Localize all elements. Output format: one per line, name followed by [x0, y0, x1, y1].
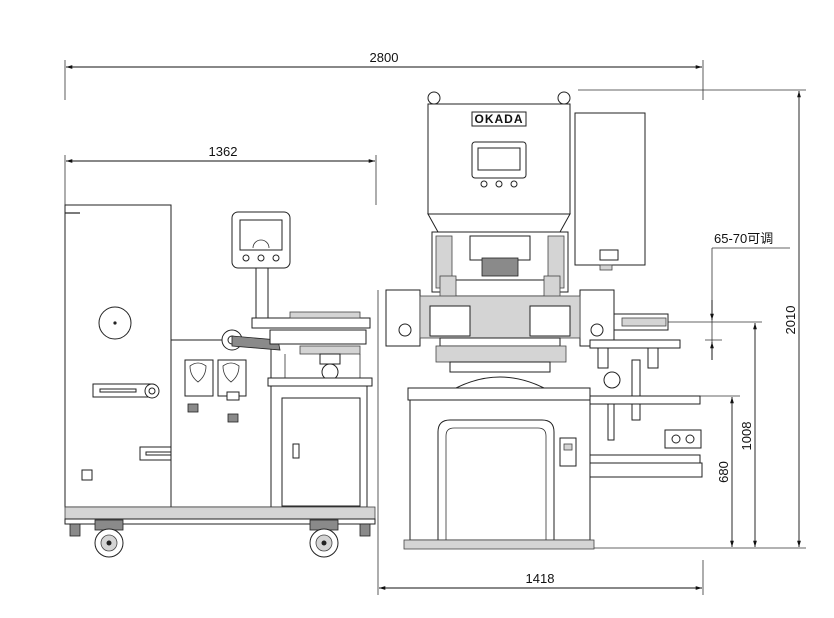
feed-cabinet [170, 339, 368, 508]
dimension-overall-width: 2800 [64, 50, 704, 100]
press-crown: OKADA [427, 91, 571, 233]
press-width-label: 1418 [526, 571, 555, 586]
left-unit-width-label: 1362 [209, 144, 238, 159]
press-base [403, 376, 703, 550]
dimension-adjustable-range: 65-70可调 [705, 231, 790, 360]
press-side-panel [574, 112, 646, 271]
unwind-cabinet [64, 204, 206, 508]
overall-width-label: 2800 [370, 50, 399, 65]
dimension-feed-height: 1008 [665, 321, 762, 547]
dimension-overall-height: 2010 [578, 89, 806, 549]
overall-height-label: 2010 [783, 306, 798, 335]
cart-base [64, 506, 376, 558]
press-frame [431, 231, 569, 309]
dimension-left-unit-width: 1362 [64, 144, 377, 205]
brand-label: OKADA [475, 112, 524, 126]
die-set [385, 289, 615, 373]
adjustable-range-label: 65-70可调 [714, 231, 773, 246]
feed-height-label: 1008 [739, 422, 754, 451]
table-height-label: 680 [716, 461, 731, 483]
dimension-press-width: 1418 [377, 290, 704, 595]
hmi-terminal [231, 211, 291, 321]
feed-table [221, 311, 373, 387]
